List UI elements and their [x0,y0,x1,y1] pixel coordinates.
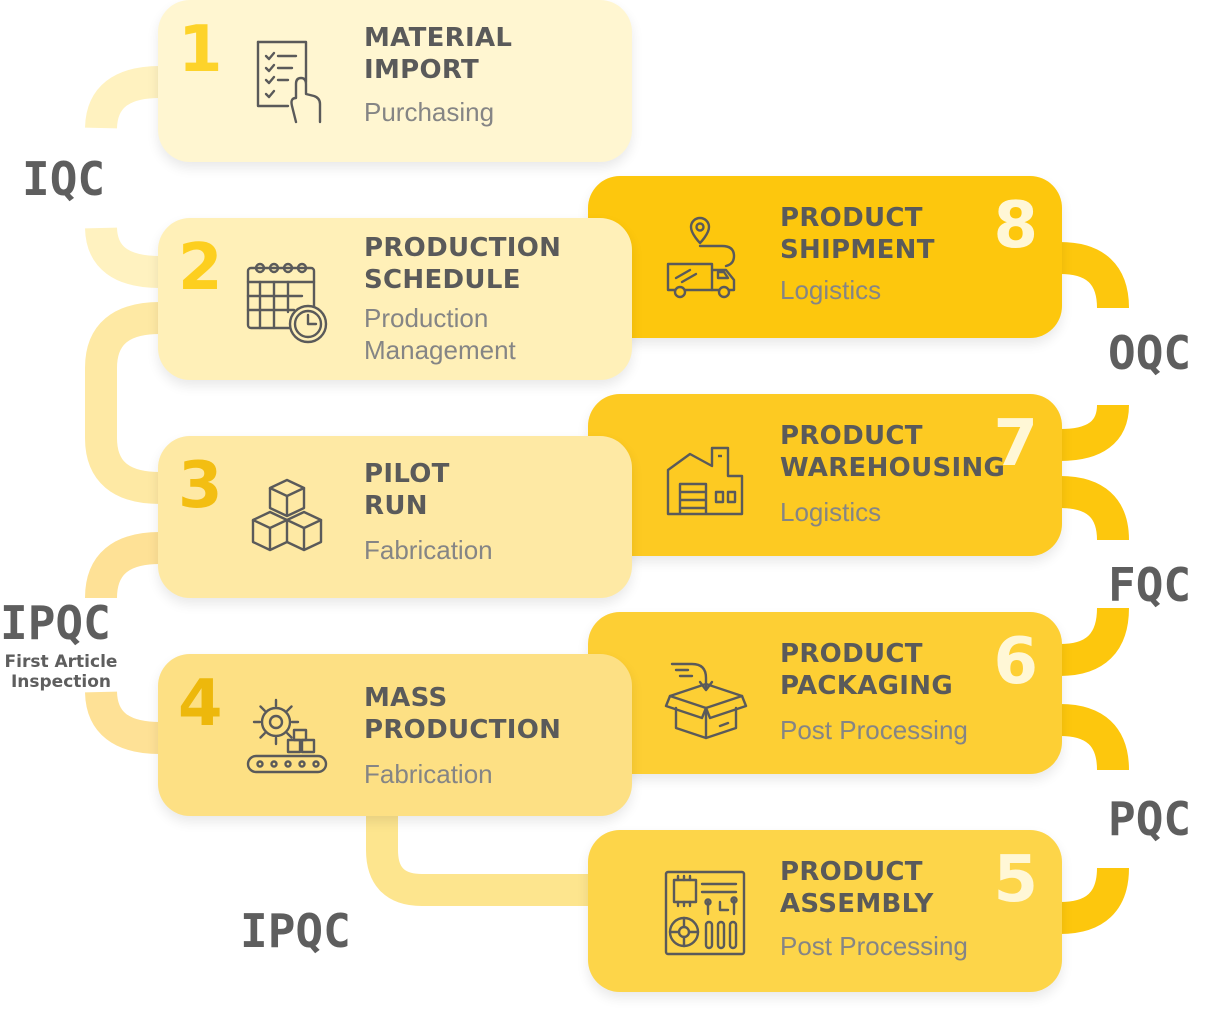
step-subtitle: Post Processing [780,931,968,961]
qc-label-ipqc: IPQC [240,904,351,958]
step-title-line2: WAREHOUSING [780,453,1006,483]
step-subtitle-line2: Management [364,335,516,365]
step-title-line2: RUN [364,491,428,521]
step-subtitle-line1: Production [364,303,489,333]
step-subtitle: Fabrication [364,535,493,565]
step-title: PRODUCT ASSEMBLY [780,856,934,920]
step-subtitle: Purchasing [364,97,495,127]
step-title-line2: PRODUCTION [364,715,562,745]
qc-note-line2: Inspection [10,672,112,692]
step-card-5: 5 PRODUCT ASSEMBLY Post Processing [588,830,1062,992]
step-card-3: 3 PILOT RUN Fabrication [158,436,632,598]
qc-label-fqc: FQC [1108,558,1192,612]
step-number: 3 [178,449,223,523]
connector-4-5 [366,808,592,906]
step-number: 7 [993,407,1038,481]
step-title-line1: MATERIAL [364,23,513,53]
step-title-line1: PILOT [364,459,450,489]
step-number: 1 [178,13,223,87]
step-card-7: 7 PRODUCT WAREHOUSING Logistics [588,394,1062,556]
calendar-clock-icon [246,262,328,344]
open-box-icon [664,662,748,740]
step-title: MATERIAL IMPORT [364,22,512,86]
step-subtitle: Production Management [364,302,516,366]
connector-5-6-upper [1059,704,1129,771]
checklist-hand-icon [256,40,322,124]
gear-conveyor-icon [246,698,328,774]
step-number: 5 [993,843,1038,917]
qc-label-ipqc-first: IPQC [0,596,111,650]
delivery-truck-icon [666,216,736,299]
step-title: PRODUCTION SCHEDULE [364,232,561,296]
step-title-line2: ASSEMBLY [780,889,934,919]
step-card-6: 6 PRODUCT PACKAGING Post Processing [588,612,1062,774]
step-number: 2 [178,231,223,305]
step-title-line1: PRODUCT [780,421,923,451]
step-title-line2: SHIPMENT [780,235,935,265]
connector-7-8-upper [1059,242,1129,309]
connector-3-4-upper [85,532,161,599]
qc-note-first-article: First Article Inspection [2,652,120,692]
step-subtitle: Logistics [780,497,882,527]
step-title-line1: PRODUCT [780,639,923,669]
step-title-line1: PRODUCT [780,857,923,887]
connector-1-2-upper [85,66,161,130]
step-title-line2: PACKAGING [780,671,953,701]
step-number: 6 [993,625,1038,699]
step-title: PILOT RUN [364,458,450,522]
step-title: PRODUCT WAREHOUSING [780,420,1005,484]
step-number: 8 [993,189,1038,263]
step-title: PRODUCT PACKAGING [780,638,953,702]
stacked-boxes-icon [251,478,323,552]
connector-7-8-lower [1059,403,1129,461]
step-title-line1: MASS [364,683,448,713]
qc-label-pqc: PQC [1108,792,1192,846]
step-title-line1: PRODUCT [780,203,923,233]
step-number: 4 [178,667,223,741]
step-title: PRODUCT SHIPMENT [780,202,935,266]
step-title: MASS PRODUCTION [364,682,561,746]
step-subtitle: Post Processing [780,715,968,745]
step-card-2: 2 PRODUCTION SCHEDULE Production Managem… [158,218,632,380]
step-card-4: 4 MASS PRODUCTION Fabrication [158,654,632,816]
connector-5-6-lower [1059,867,1129,934]
step-title-line2: IMPORT [364,55,480,85]
warehouse-icon [666,446,744,516]
connector-2-3 [85,302,161,504]
connector-3-4-lower [85,690,161,754]
step-title-line1: PRODUCTION [364,233,562,263]
qc-note-line1: First Article [4,652,118,672]
step-card-8: 8 PRODUCT SHIPMENT Logistics [588,176,1062,338]
step-card-1: 1 MATERIAL IMPORT Purchasing [158,0,632,162]
qc-label-iqc: IQC [22,152,106,206]
step-subtitle: Logistics [780,275,882,305]
connector-6-7-lower [1059,607,1129,676]
step-subtitle: Fabrication [364,759,493,789]
connector-6-7-upper [1059,476,1129,541]
connector-1-2-lower [85,226,161,288]
circuit-board-icon [664,870,746,956]
qc-label-oqc: OQC [1108,326,1192,380]
step-title-line2: SCHEDULE [364,265,521,295]
